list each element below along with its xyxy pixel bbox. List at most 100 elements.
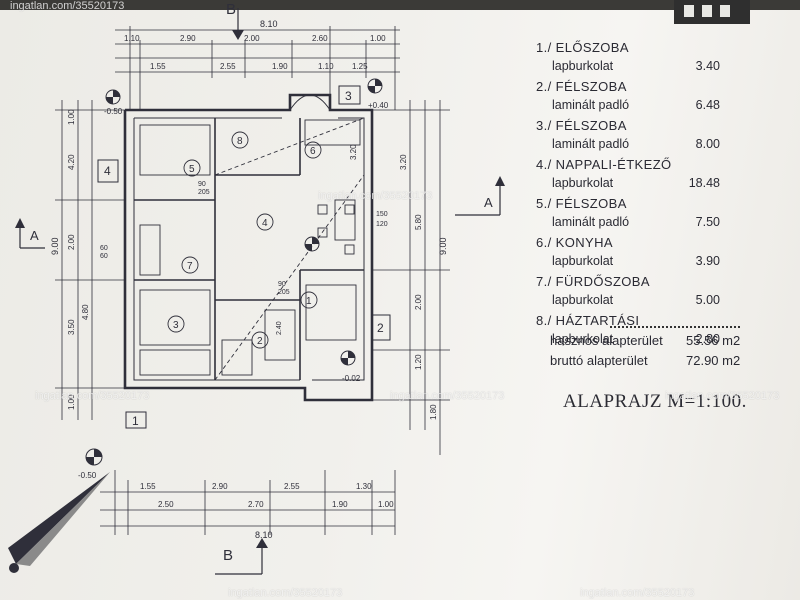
room-name: 2./ FÉLSZOBA [536,79,627,94]
inner-dim-8: 60 [100,253,108,260]
watermark: ingatlan.com/35520173 [35,390,150,402]
section-arrow-right [455,176,505,216]
building-walls [123,93,374,402]
watermark: ingatlan.com/35520173 [665,390,780,402]
room-name: 8./ HÁZTARTÁSI [536,313,640,328]
dim-top-7: 2.55 [220,62,236,71]
section-label-left: A [30,228,39,243]
elevation-tag-1: 1 [132,414,139,428]
elevation-tag-4: 4 [104,164,111,178]
room-number-2: 2 [257,336,263,347]
room-area: 7.50 [695,215,720,229]
room-number-8: 8 [237,136,243,147]
left-dimension-lines [55,100,125,420]
room-floor: laminált padló [552,215,630,229]
room-name: 3./ FÉLSZOBA [536,118,627,133]
inner-dim-5: 150 [376,211,388,218]
dim-bottom-2: 2.90 [212,482,228,491]
dim-bottom-3: 2.55 [284,482,300,491]
room-area: 5.00 [695,293,720,307]
inner-dim-6: 120 [376,221,388,228]
legend-room-1: 1./ ELŐSZOBA lapburkolat 3.40 [528,40,758,79]
gross-area-label: bruttó alapterület [550,353,648,368]
watermark: ingatlan.com/35520173 [228,587,343,599]
legend-room-6: 6./ KONYHA lapburkolat 3.90 [528,235,758,274]
dim-top-4: 2.60 [312,34,328,43]
legend-separator [610,326,740,328]
room-floor: lapburkolat [552,59,614,73]
dim-left-6: 1.00 [67,394,76,410]
gross-area-row: bruttó alapterület 72.90 m2 [550,353,760,373]
dim-top-6: 1.55 [150,62,166,71]
room-number-4: 4 [262,218,268,229]
inner-dim-4: 205 [278,289,290,296]
room-area: 3.40 [695,59,720,73]
dim-bottom-4: 1.30 [356,482,372,491]
dim-right-5: 1.80 [429,404,438,420]
legend-room-2: 2./ FÉLSZOBA laminált padló 6.48 [528,79,758,118]
room-name: 4./ NAPPALI-ÉTKEZŐ [536,157,672,172]
room-floor: laminált padló [552,137,630,151]
dim-top-9: 1.10 [318,62,334,71]
section-label-right: A [484,195,493,210]
dim-bottom-1: 1.55 [140,482,156,491]
corner-logo-mark [674,0,750,24]
level-mark-1: -0.50 [104,107,123,116]
right-dimension-lines [372,100,450,455]
useful-area-value: 55.56 m2 [686,333,741,348]
dim-top-3: 2.00 [244,34,260,43]
inner-dim-9: 2.40 [276,321,283,335]
bottom-dimension-lines [100,470,396,535]
dim-left-4: 4.80 [81,304,90,320]
section-label-top: B [226,1,236,18]
room-area: 6.48 [695,98,720,112]
room-number-6: 6 [310,146,316,157]
legend-room-4: 4./ NAPPALI-ÉTKEZŐ lapburkolat 18.48 [528,157,758,196]
room-area: 18.48 [688,176,720,190]
dim-right-2: 5.80 [414,214,423,230]
inner-dim-10: 3.20 [349,144,358,160]
level-mark-3: -0.02 [342,374,361,383]
elevation-tag-2: 2 [377,321,384,335]
dim-top-8: 1.90 [272,62,288,71]
level-mark-4: -0.50 [78,471,97,480]
dim-top-total: 8.10 [260,19,278,29]
north-arrow-icon [8,472,110,573]
room-number-3: 3 [173,320,179,331]
level-markers [85,78,383,466]
room-area: 3.90 [695,254,720,268]
watermark: ingatlan.com/35520173 [390,390,505,402]
gross-area-value: 72.90 m2 [686,353,741,368]
dim-left-3: 2.00 [67,234,76,250]
room-name: 1./ ELŐSZOBA [536,40,629,55]
room-floor: lapburkolat [552,293,614,307]
room-number-5: 5 [189,164,195,175]
room-floor: lapburkolat [552,254,614,268]
room-floor: laminált padló [552,98,630,112]
dim-left-1: 1.00 [67,109,76,125]
level-mark-2: +0.40 [368,101,389,110]
room-name: 7./ FÜRDŐSZOBA [536,274,650,289]
inner-dim-1: 90 [198,181,206,188]
room-area: 2.80 [695,332,720,346]
room-number-7: 7 [187,261,193,272]
watermark: ingatlan.com/35520173 [10,0,125,12]
useful-area-row: hasznos alapterület 55.56 m2 [550,333,760,353]
room-floor: lapburkolat [552,176,614,190]
legend-room-3: 3./ FÉLSZOBA laminált padló 8.00 [528,118,758,157]
interior-walls [134,118,364,380]
inner-dim-3: 90 [278,281,286,288]
dim-bottom-6: 2.70 [248,500,264,509]
dim-right-4: 1.20 [414,354,423,370]
sheet-top-edge [0,0,800,10]
dim-bottom-7: 1.90 [332,500,348,509]
dim-top-5: 1.00 [370,34,386,43]
area-totals: hasznos alapterület 55.56 m2 bruttó alap… [550,333,760,373]
dim-bottom-8: 1.00 [378,500,394,509]
plan-title: ALAPRAJZ M=1:100. [563,391,747,412]
legend-room-7: 7./ FÜRDŐSZOBA lapburkolat 5.00 [528,274,758,313]
legend-room-5: 5./ FÉLSZOBA laminált padló 7.50 [528,196,758,235]
room-numbers [167,131,322,349]
